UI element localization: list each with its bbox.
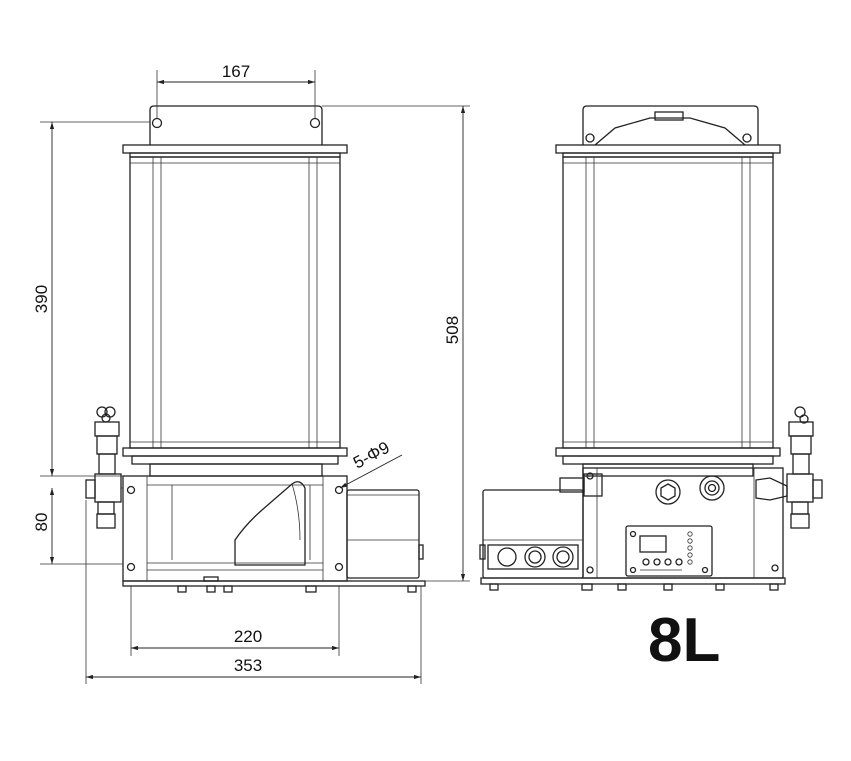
dimensions: 167 390 80 508 5-Φ9 220 353 [32, 62, 470, 684]
capacity-label: 8L [648, 606, 721, 675]
dim-base-width: 220 [234, 627, 262, 646]
dim-holes: 5-Φ9 [350, 438, 393, 473]
side-view [479, 105, 823, 591]
dim-reservoir-height: 390 [32, 285, 51, 313]
dim-total-height: 508 [443, 316, 462, 344]
dim-base-height: 80 [32, 513, 51, 532]
front-view [85, 105, 426, 593]
dim-top-width: 167 [222, 62, 250, 81]
dim-overall-width: 353 [234, 656, 262, 675]
